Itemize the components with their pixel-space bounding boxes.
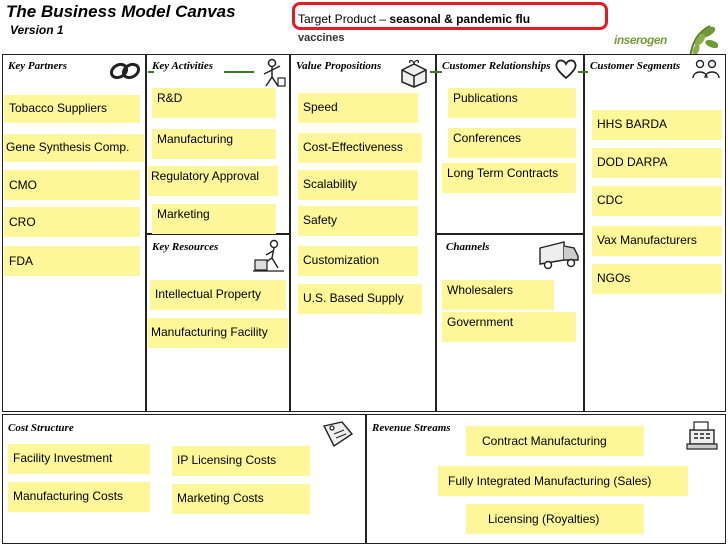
heart-icon	[555, 59, 577, 80]
title-channels: Channels	[446, 241, 490, 253]
connector-line	[224, 71, 254, 73]
note-key-activity: R&D	[152, 88, 276, 118]
note-customer-segment: NGOs	[592, 264, 722, 294]
target-product-name: seasonal & pandemic flu	[389, 12, 531, 26]
note-revenue: Licensing (Royalties)	[466, 504, 644, 534]
title-key-resources: Key Resources	[152, 241, 219, 253]
note-cost: IP Licensing Costs	[172, 446, 310, 476]
note-customer-relationship: Conferences	[448, 128, 576, 158]
version-label: Version 1	[10, 23, 64, 37]
note-channel: Wholesalers	[442, 280, 554, 310]
note-value-proposition: U.S. Based Supply	[298, 284, 422, 314]
title-customer-segments: Customer Segments	[590, 60, 681, 72]
connector-line	[430, 71, 442, 73]
target-prefix: Target Product –	[298, 12, 390, 26]
page-title: The Business Model Canvas	[6, 2, 236, 21]
chain-link-icon	[109, 62, 141, 80]
target-product-highlight	[292, 2, 608, 30]
title-revenue-streams: Revenue Streams	[372, 422, 451, 434]
note-key-resource: Manufacturing Facility	[148, 318, 288, 348]
gift-icon	[401, 59, 427, 88]
title-value-propositions: Value Propositions	[296, 60, 382, 72]
leaf-icon	[689, 25, 719, 59]
note-customer-relationship: Publications	[448, 88, 576, 118]
people-icon	[692, 59, 720, 79]
note-value-proposition: Customization	[298, 246, 418, 276]
note-value-proposition: Cost-Effectiveness	[298, 133, 422, 163]
truck-icon	[539, 241, 579, 270]
factory-worker-icon	[253, 239, 284, 272]
worker-icon	[263, 58, 286, 87]
connector-line	[578, 71, 588, 73]
note-cost: Marketing Costs	[172, 484, 310, 514]
note-key-partner: FDA	[4, 246, 140, 276]
target-product-text: Target Product – seasonal & pandemic flu	[298, 12, 530, 26]
note-key-activity: Regulatory Approval	[148, 166, 278, 196]
price-tag-icon	[322, 421, 354, 448]
note-revenue: Contract Manufacturing	[466, 426, 644, 456]
note-value-proposition: Speed	[298, 93, 418, 123]
title-key-activities: Key Activities	[152, 60, 213, 72]
note-customer-relationship: Long Term Contracts	[442, 163, 576, 193]
note-key-partner: Tobacco Suppliers	[4, 95, 140, 123]
connector-line	[148, 71, 154, 73]
note-cost: Manufacturing Costs	[8, 482, 150, 512]
note-key-partner: CRO	[4, 207, 140, 237]
target-product-continued: vaccines	[298, 32, 345, 44]
note-key-activity: Marketing	[152, 204, 276, 234]
note-customer-segment: Vax Manufacturers	[592, 226, 722, 256]
title-key-partners: Key Partners	[8, 60, 67, 72]
logo-text: inserogen	[614, 33, 667, 47]
note-customer-segment: CDC	[592, 186, 722, 216]
note-value-proposition: Scalability	[298, 170, 418, 200]
title-customer-relationships: Customer Relationships	[442, 60, 551, 72]
note-key-partner: Gene Synthesis Comp.	[4, 134, 144, 162]
note-channel: Government	[442, 312, 576, 342]
note-key-partner: CMO	[4, 170, 140, 200]
panel-cost-structure	[2, 414, 366, 544]
note-value-proposition: Safety	[298, 206, 418, 236]
note-customer-segment: HHS BARDA	[592, 110, 722, 140]
note-cost: Facility Investment	[8, 444, 150, 474]
cash-register-icon	[686, 421, 718, 450]
note-customer-segment: DOD DARPA	[592, 148, 722, 178]
note-key-resource: Intellectual Property	[150, 280, 286, 310]
note-revenue: Fully Integrated Manufacturing (Sales)	[438, 466, 688, 496]
note-key-activity: Manufacturing	[152, 129, 276, 159]
title-cost-structure: Cost Structure	[8, 422, 74, 434]
company-logo	[610, 22, 719, 60]
